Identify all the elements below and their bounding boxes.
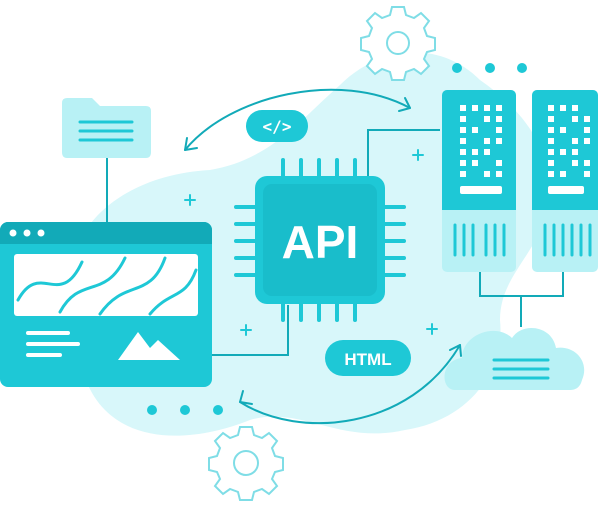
plus-signs xyxy=(184,149,438,336)
server-rack-left xyxy=(442,90,516,272)
gear-icon xyxy=(360,6,436,81)
browser-window xyxy=(0,222,212,387)
html-badge-label: HTML xyxy=(344,350,391,369)
dots-top-right xyxy=(452,63,527,73)
mountains-icon xyxy=(118,332,180,360)
gear-icon xyxy=(208,426,284,501)
code-badge-label: </> xyxy=(263,117,292,136)
chip-label: API xyxy=(282,216,359,268)
folder-icon xyxy=(62,98,151,158)
code-badge: </> xyxy=(246,110,308,142)
curved-arrows xyxy=(184,88,462,425)
html-badge: HTML xyxy=(325,340,411,376)
server-rack-right xyxy=(532,90,598,272)
api-chip: API xyxy=(234,158,406,322)
connection-lines xyxy=(106,129,564,356)
cloud-icon xyxy=(444,327,585,390)
map-panel xyxy=(14,254,198,316)
dots-bottom-left xyxy=(147,405,223,415)
